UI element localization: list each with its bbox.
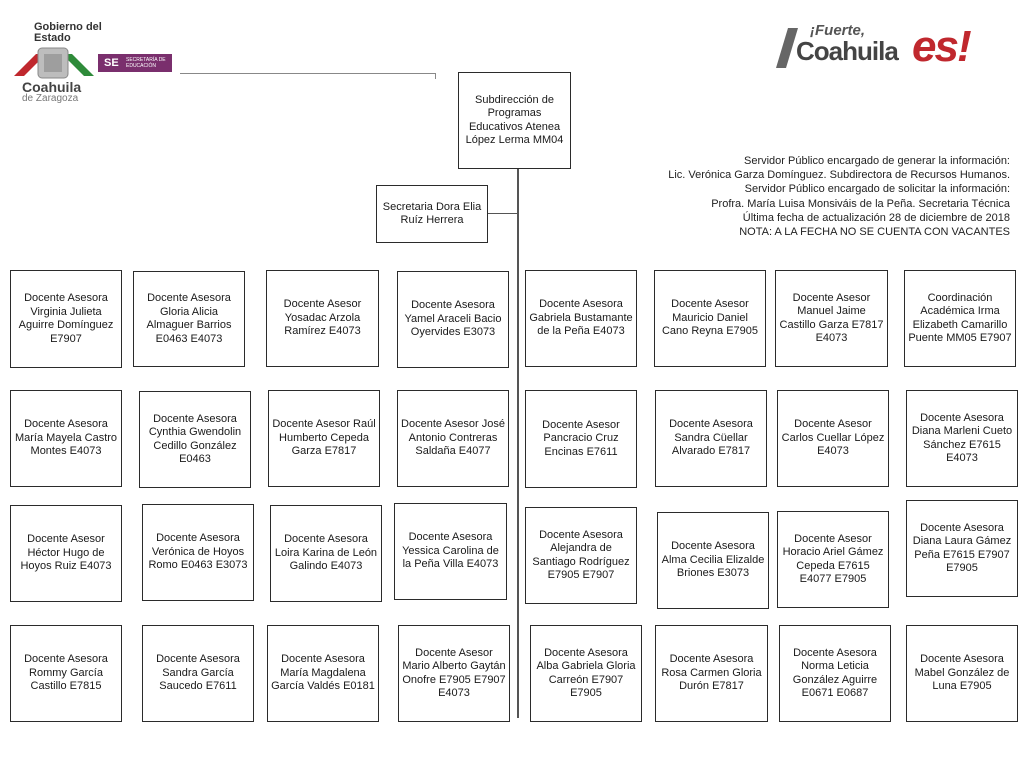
staff-box: Docente Asesora Yessica Carolina de la P… [394, 503, 507, 600]
staff-box: Docente Asesor José Antonio Contreras Sa… [397, 390, 509, 487]
staff-box: Docente Asesora Yamel Araceli Bacio Oyer… [397, 271, 509, 368]
staff-box: Docente Asesora Verónica de Hoyos Romo E… [142, 504, 254, 601]
staff-box: Docente Asesora Loira Karina de León Gal… [270, 505, 382, 602]
se-badge: SE SECRETARÍA DE EDUCACIÓN [98, 54, 172, 72]
info-line: Profra. María Luisa Monsiváis de la Peña… [711, 197, 1010, 210]
staff-box: Docente Asesor Manuel Jaime Castillo Gar… [775, 270, 888, 367]
staff-box: Docente Asesora Alejandra de Santiago Ro… [525, 507, 637, 604]
staff-box: Docente Asesora Cynthia Gwendolin Cedill… [139, 391, 251, 488]
staff-box: Docente Asesora Gloria Alicia Almaguer B… [133, 271, 245, 367]
info-line: Servidor Público encargado de solicitar … [744, 183, 1010, 196]
subdireccion-box: Subdirección de Programas Educativos Ate… [458, 72, 571, 169]
staff-box: Docente Asesora Diana Marleni Cueto Sánc… [906, 390, 1018, 487]
fuerte-coahuila-logo: ¡Fuerte, Coahuila es! [776, 22, 996, 86]
secretaria-box: Secretaria Dora Elia Ruíz Herrera [376, 185, 488, 243]
staff-box: Docente Asesor Mauricio Daniel Cano Reyn… [654, 270, 766, 367]
staff-box: Docente Asesora María Mayela Castro Mont… [10, 390, 122, 487]
staff-box: Docente Asesor Héctor Hugo de Hoyos Ruiz… [10, 505, 122, 602]
staff-box: Docente Asesora Diana Laura Gámez Peña E… [906, 500, 1018, 597]
slash-mark-icon [776, 28, 798, 68]
staff-box: Docente Asesor Carlos Cuellar López E407… [777, 390, 889, 487]
gobierno-logo: Gobierno del Estado SE SECRETARÍA DE EDU… [12, 18, 180, 106]
info-block: Servidor Público encargado de generar la… [590, 154, 1010, 239]
info-line: NOTA: A LA FECHA NO SE CUENTA CON VACANT… [739, 226, 1010, 239]
staff-box: Docente Asesor Raúl Humberto Cepeda Garz… [268, 390, 380, 487]
staff-box: Docente Asesor Horacio Ariel Gámez Ceped… [777, 511, 889, 608]
coahuila-logo-text: Coahuila de Zaragoza [22, 79, 82, 104]
info-line: Última fecha de actualización 28 de dici… [742, 211, 1010, 224]
staff-box: Docente Asesora Rosa Carmen Gloria Durón… [655, 625, 768, 722]
gobierno-text: Gobierno del Estado [34, 21, 102, 44]
staff-box: Docente Asesora Rommy García Castillo E7… [10, 625, 122, 722]
staff-box: Docente Asesor Yosadac Arzola Ramírez E4… [266, 270, 379, 367]
staff-box: Docente Asesora Mabel González de Luna E… [906, 625, 1018, 722]
staff-box: Docente Asesor Pancracio Cruz Encinas E7… [525, 390, 637, 488]
staff-box: Docente Asesor Mario Alberto Gaytán Onof… [398, 625, 510, 722]
staff-box: Docente Asesora María Magdalena García V… [267, 625, 379, 722]
staff-box: Docente Asesora Alma Cecilia Elizalde Br… [657, 512, 769, 609]
staff-box: Docente Asesora Virginia Julieta Aguirre… [10, 270, 122, 368]
staff-box: Docente Asesora Sandra García Saucedo E7… [142, 625, 254, 722]
staff-box: Docente Asesora Sandra Cüellar Alvarado … [655, 390, 767, 487]
info-line: Lic. Verónica Garza Domínguez. Subdirect… [668, 169, 1010, 182]
info-line: Servidor Público encargado de generar la… [744, 155, 1010, 167]
staff-box: Docente Asesora Norma Leticia González A… [779, 625, 891, 722]
staff-box: Docente Asesora Gabriela Bustamante de l… [525, 270, 637, 367]
coordinacion-box: Coordinación Académica Irma Elizabeth Ca… [904, 270, 1016, 367]
state-shield-icon [14, 47, 94, 79]
staff-box: Docente Asesora Alba Gabriela Gloria Car… [530, 625, 642, 722]
